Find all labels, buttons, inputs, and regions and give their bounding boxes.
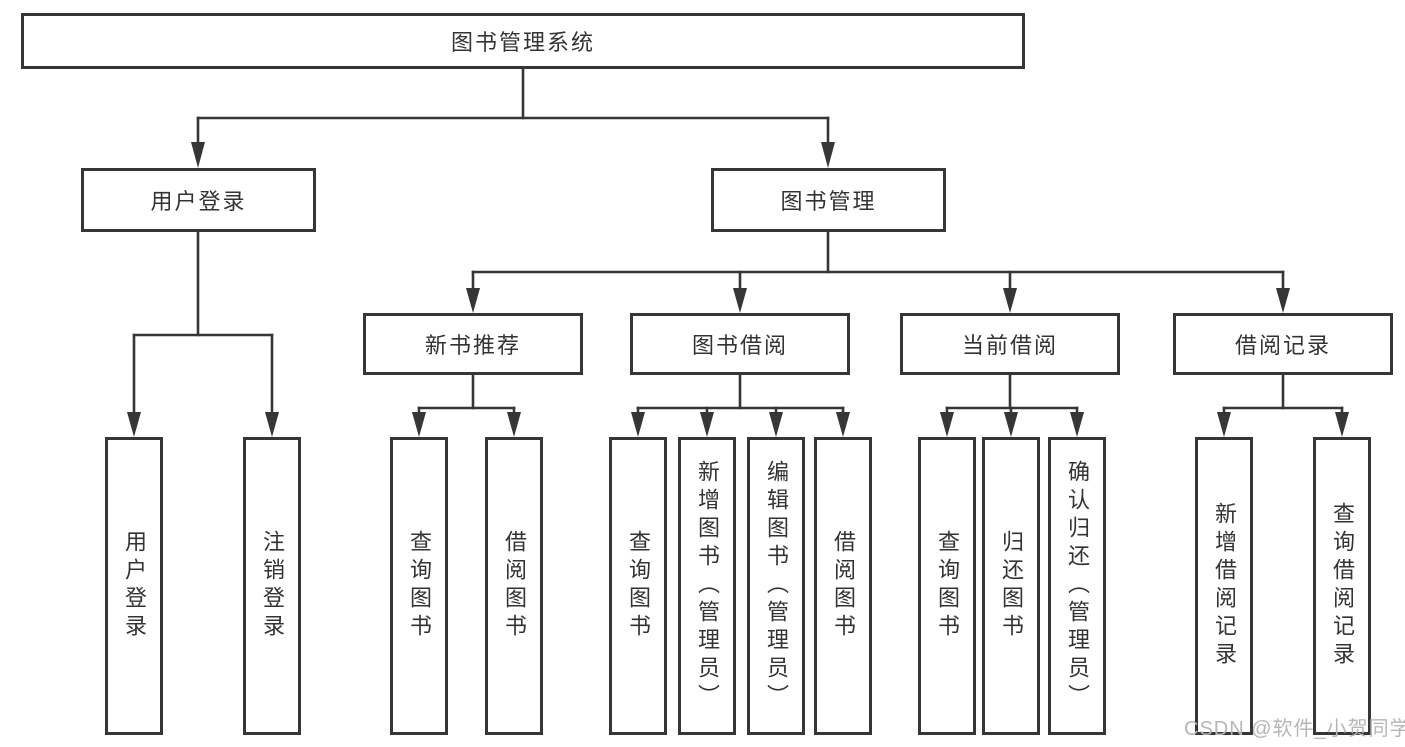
leaf-borrow-books-recommend: 借阅图书 <box>485 437 543 735</box>
connector-borrow-records-to-leaves <box>1217 373 1349 437</box>
node-borrow-records: 借阅记录 <box>1173 313 1393 375</box>
leaf-query-books-recommend-label: 查询图书 <box>407 530 432 642</box>
node-current-borrow-label: 当前借阅 <box>961 333 1058 358</box>
leaf-add-borrow-record: 新增借阅记录 <box>1195 437 1253 735</box>
csdn-watermark: CSDN @软件_小贺同学 <box>1184 718 1405 740</box>
node-user-login-label: 用户登录 <box>150 189 247 214</box>
node-root-system-label: 图书管理系统 <box>450 30 595 55</box>
leaf-query-borrow-record: 查询借阅记录 <box>1313 437 1371 735</box>
connector-book-borrow-to-leaves <box>631 373 850 437</box>
leaf-borrow-books-recommend-label: 借阅图书 <box>502 530 527 642</box>
leaf-user-login-label: 用户登录 <box>122 530 147 642</box>
node-book-borrow: 图书借阅 <box>630 313 850 375</box>
leaf-confirm-return-admin: 确认归还（管理员） <box>1048 437 1106 735</box>
connector-book-management-to-level3 <box>466 230 1290 313</box>
node-book-borrow-label: 图书借阅 <box>691 333 788 358</box>
leaf-borrow-books: 借阅图书 <box>814 437 872 735</box>
leaf-query-borrow-record-label: 查询借阅记录 <box>1330 502 1355 670</box>
connector-user-login-to-leaves <box>127 230 279 437</box>
leaf-user-login: 用户登录 <box>105 437 163 735</box>
node-book-management: 图书管理 <box>711 168 946 232</box>
leaf-add-borrow-record-label: 新增借阅记录 <box>1212 502 1237 670</box>
leaf-confirm-return-admin-label: 确认归还（管理员） <box>1065 460 1090 712</box>
leaf-borrow-books-label: 借阅图书 <box>831 530 856 642</box>
connector-current-borrow-to-leaves <box>940 373 1084 437</box>
leaf-query-books-current: 查询图书 <box>918 437 976 735</box>
leaf-query-books-current-label: 查询图书 <box>935 530 960 642</box>
leaf-query-books-recommend: 查询图书 <box>390 437 448 735</box>
leaf-logout-label: 注销登录 <box>260 530 285 642</box>
node-root-system: 图书管理系统 <box>21 13 1025 69</box>
leaf-logout: 注销登录 <box>243 437 301 735</box>
connector-root-to-level2 <box>191 67 835 168</box>
leaf-edit-books-admin: 编辑图书（管理员） <box>747 437 805 735</box>
leaf-add-books-admin: 新增图书（管理员） <box>678 437 736 735</box>
leaf-edit-books-admin-label: 编辑图书（管理员） <box>764 460 789 712</box>
node-current-borrow: 当前借阅 <box>900 313 1120 375</box>
node-user-login: 用户登录 <box>81 168 316 232</box>
node-book-management-label: 图书管理 <box>780 189 877 214</box>
node-new-book-recommend: 新书推荐 <box>363 313 583 375</box>
node-new-book-recommend-label: 新书推荐 <box>424 333 521 358</box>
leaf-add-books-admin-label: 新增图书（管理员） <box>695 460 720 712</box>
leaf-return-books-label: 归还图书 <box>999 530 1024 642</box>
leaf-return-books: 归还图书 <box>982 437 1040 735</box>
connector-new-book-recommend-to-leaves <box>412 373 521 437</box>
leaf-query-books-borrow: 查询图书 <box>609 437 667 735</box>
leaf-query-books-borrow-label: 查询图书 <box>626 530 651 642</box>
node-borrow-records-label: 借阅记录 <box>1234 333 1331 358</box>
